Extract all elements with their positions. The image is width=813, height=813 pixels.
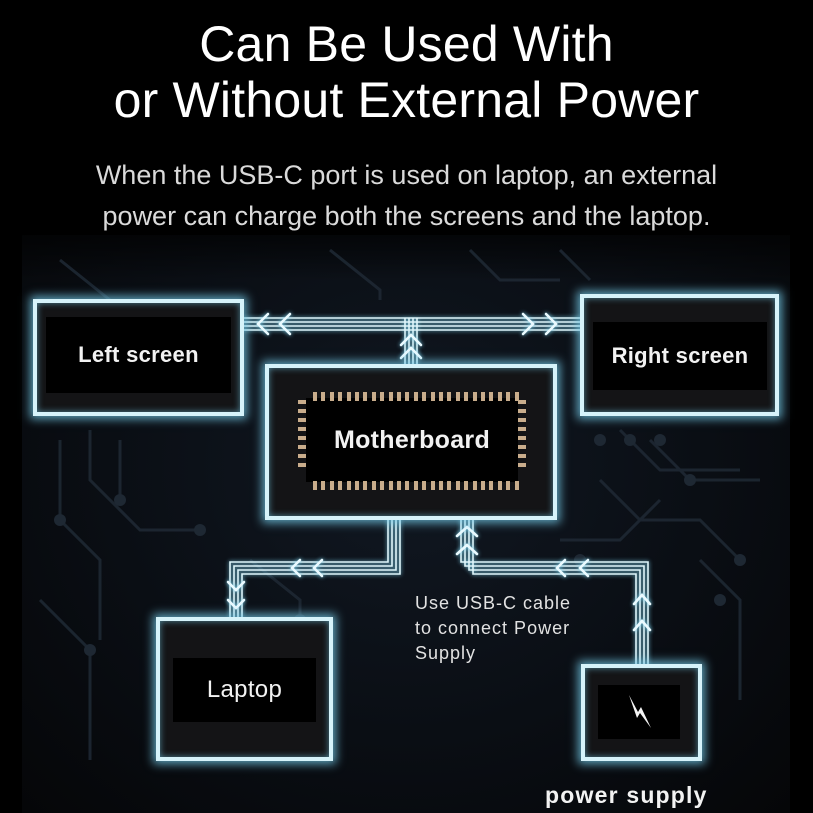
page-title-line1: Can Be Used With [199,16,614,72]
motherboard-node: Motherboard [265,364,557,520]
usb-c-note: Use USB-C cable to connect Power Supply [415,591,571,666]
subtitle-line1: When the USB-C port is used on laptop, a… [95,160,718,190]
motherboard-label: Motherboard [333,425,491,454]
lightning-bolt-icon [629,695,651,728]
power-supply-node [581,664,702,761]
usb-c-note-line1: Use USB-C cable [415,593,572,613]
right-screen-label: Right screen [611,343,749,368]
subtitle-line2: power can charge both the screens and th… [102,201,711,231]
page-title-line2: or Without External Power [113,72,700,128]
left-screen-label: Left screen [78,342,199,367]
left-screen-node: Left screen [33,299,244,416]
power-supply-label: power supply [545,782,708,808]
laptop-node: Laptop [156,617,333,761]
laptop-label: Laptop [206,676,283,703]
usb-c-note-line3: Supply [415,643,477,663]
background-fade [0,210,813,280]
usb-c-note-line2: to connect Power [415,618,571,638]
right-screen-node: Right screen [580,294,779,416]
